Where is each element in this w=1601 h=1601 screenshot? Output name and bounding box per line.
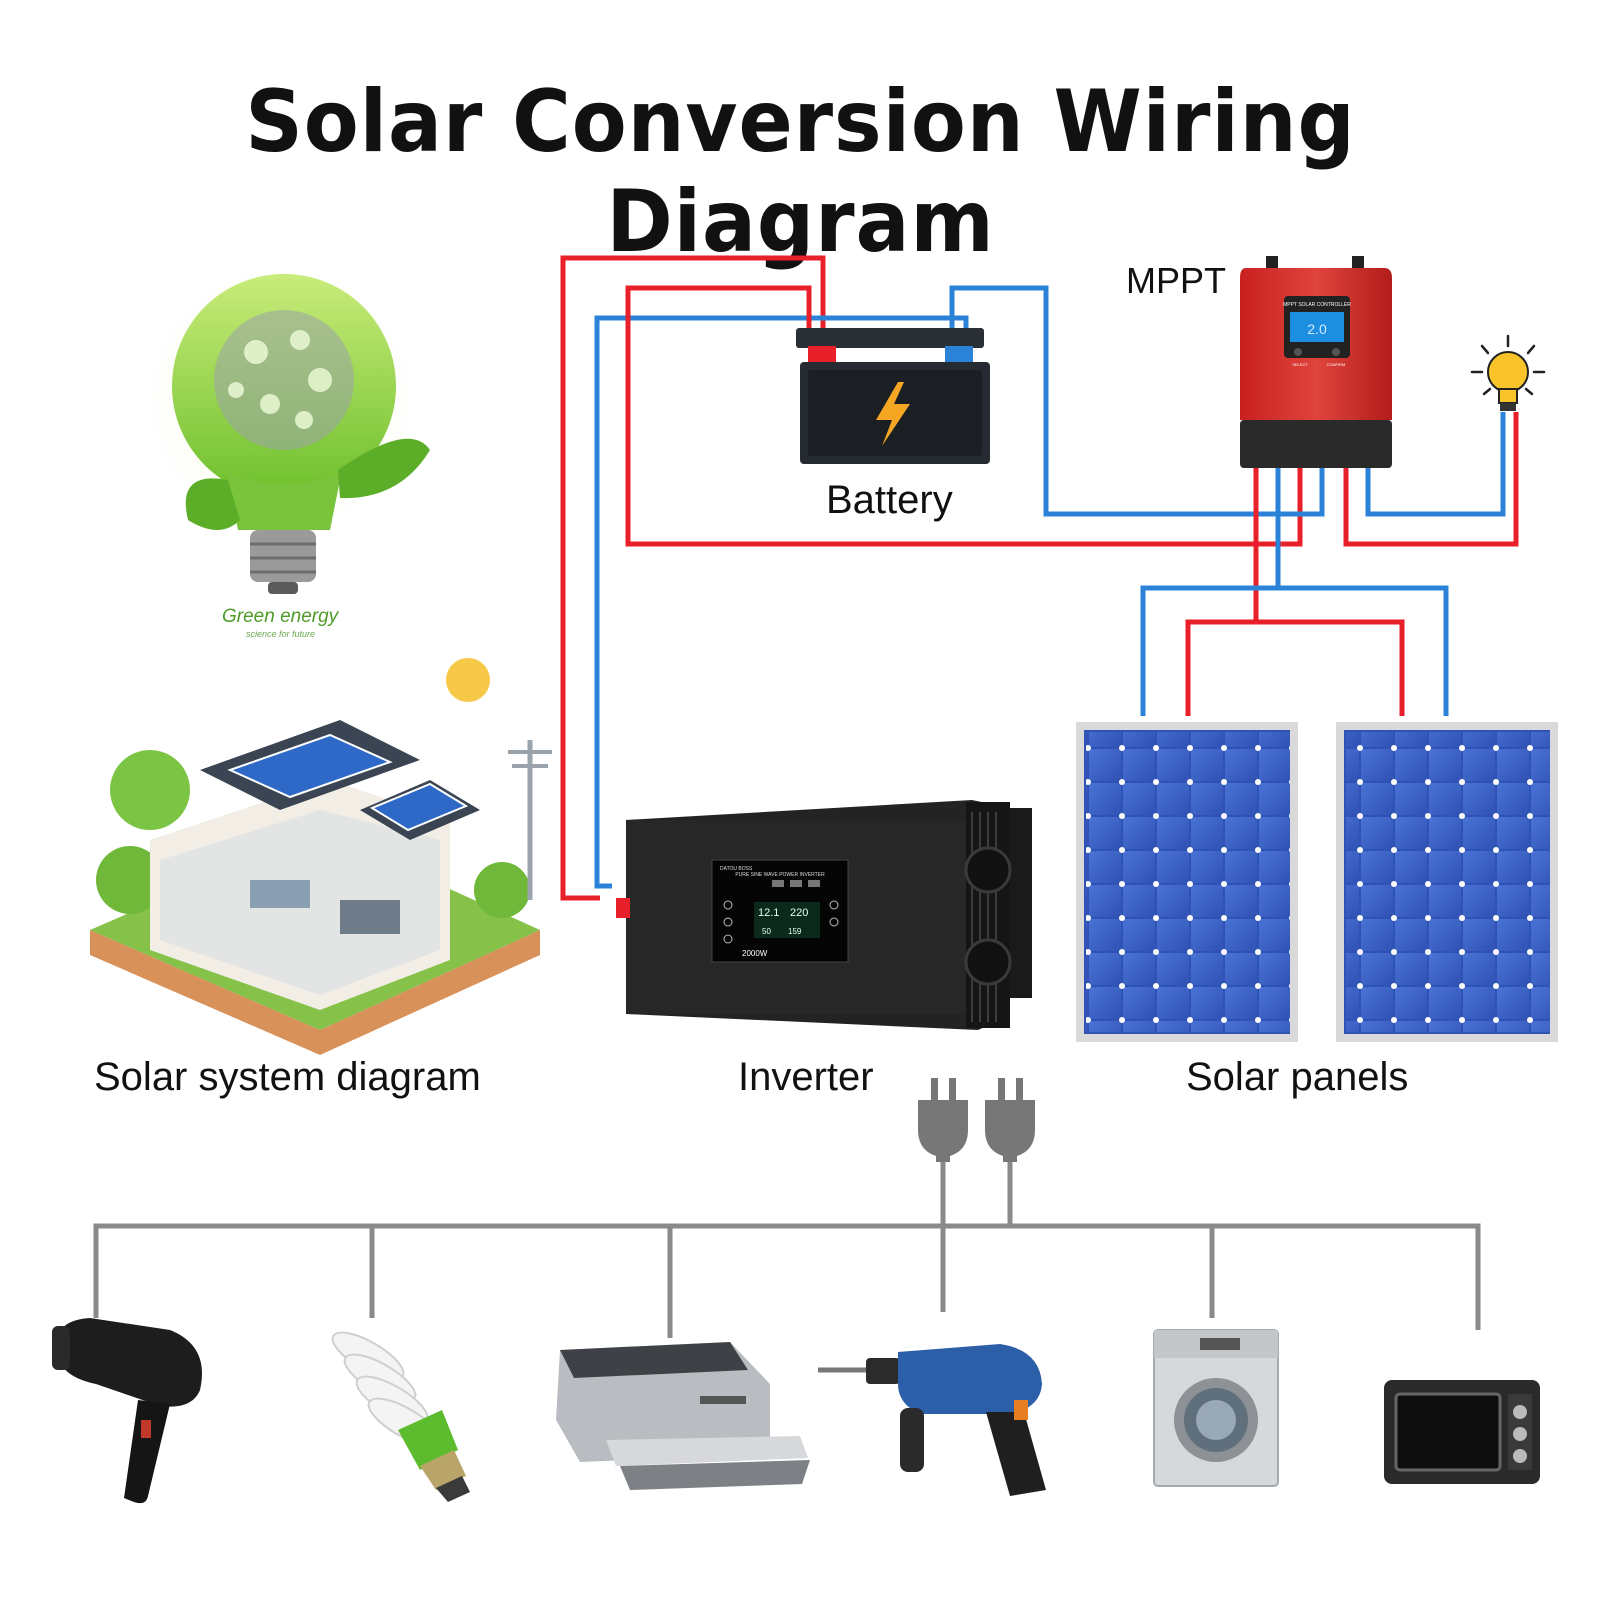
inverter-dc-voltage: 12.1 (758, 907, 779, 919)
wire-battery-mppt-negative (949, 285, 1325, 517)
wire-battery-mppt-positive (625, 285, 1303, 547)
diagram-title: Solar Conversion Wiring Diagram (245, 72, 1356, 272)
mppt-brand-label: MPPT SOLAR CONTROLLER (1283, 302, 1351, 308)
inverter-header: PURE SINE WAVE POWER INVERTER (735, 872, 825, 878)
solar-panel-right (1336, 722, 1558, 1042)
microwave-oven-icon (1384, 1380, 1540, 1484)
dc-wires (560, 255, 1519, 901)
green-energy-bulb (130, 250, 430, 594)
hair-dryer-icon (52, 1318, 202, 1504)
battery (796, 328, 990, 464)
wire-panels-positive-bus (1185, 619, 1405, 716)
inverter-power-rating: 2000W (742, 949, 768, 958)
plug-icon-right (985, 1078, 1035, 1162)
solar-house-illustration (90, 658, 552, 1055)
printer-icon (556, 1342, 810, 1490)
washing-machine-icon (1153, 1329, 1279, 1487)
inverter-label: Inverter (738, 1055, 874, 1099)
solar-panel-left (1076, 722, 1298, 1042)
mppt-label: MPPT (1126, 260, 1227, 301)
lightbulb-icon (1470, 334, 1546, 411)
wire-inverter-battery-positive (560, 255, 826, 901)
lightning-icon (876, 382, 910, 446)
solar-panels-label: Solar panels (1186, 1055, 1409, 1099)
mppt-confirm-label: CONFIRM (1327, 362, 1346, 367)
inverter-frequency: 50 (762, 927, 771, 936)
green-energy-subtitle: science for future (246, 629, 316, 639)
mppt-select-label: SELECT (1292, 362, 1308, 367)
cfl-bulb-icon (331, 1331, 470, 1502)
plug-icon-left (918, 1078, 968, 1162)
inverter-load: 159 (788, 927, 802, 936)
inverter-brand: DATOU BOSS (720, 866, 753, 872)
wire-mppt-load-negative (1365, 412, 1506, 517)
power-drill-icon (818, 1344, 1046, 1496)
inverter-ac-voltage: 220 (790, 907, 808, 919)
green-energy-label: Green energy (222, 606, 339, 627)
solar-system-label: Solar system diagram (94, 1055, 481, 1099)
svg-text:2.0: 2.0 (1307, 321, 1327, 337)
wire-mppt-load-positive (1343, 412, 1519, 547)
battery-label: Battery (826, 478, 953, 522)
mppt-controller: MPPT SOLAR CONTROLLER 2.0 SELECT CONFIRM (1240, 256, 1392, 468)
wire-panels-negative-bus (1140, 585, 1449, 716)
ac-wires (93, 1160, 1481, 1338)
inverter: DATOU BOSS PURE SINE WAVE POWER INVERTER… (616, 800, 1032, 1030)
